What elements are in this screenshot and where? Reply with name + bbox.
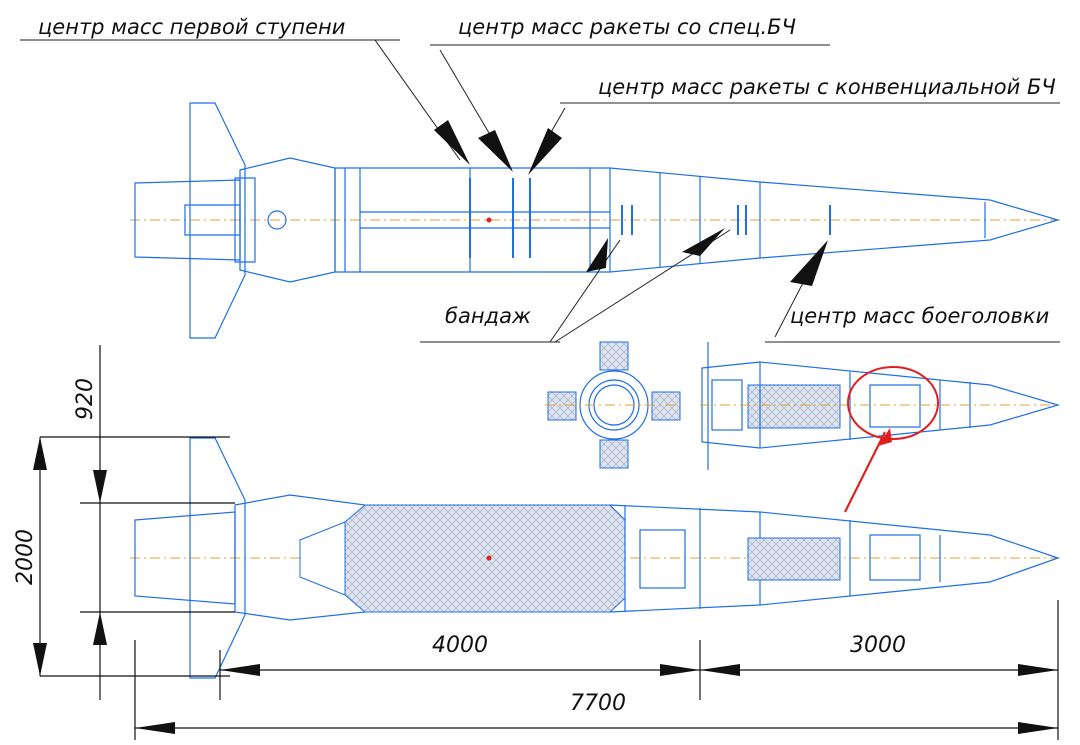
dim-2000: 2000: [13, 529, 38, 585]
highlight-ellipse: [847, 366, 939, 440]
label-cm-conventional: центр масс ракеты с конвенциальной БЧ: [598, 75, 1056, 99]
annotations: центр масс первой ступени центр масс рак…: [20, 15, 1060, 343]
cross-section-view: [545, 341, 685, 469]
label-cm-stage1: центр масс первой ступени: [38, 15, 345, 39]
top-missile-view: [130, 102, 1061, 339]
label-cm-warhead: центр масс боеголовки: [790, 304, 1049, 328]
dim-920: 920: [73, 378, 98, 420]
label-band: бандаж: [445, 304, 531, 328]
bottom-missile-section: [130, 437, 1060, 679]
dim-7700: 7700: [570, 691, 626, 716]
dim-4000: 4000: [432, 633, 488, 658]
dim-3000: 3000: [850, 633, 906, 658]
warhead-detail-view: [700, 342, 1061, 513]
dimension-lines: 920 2000 4000 3000 7700: [13, 345, 1059, 740]
label-cm-special: центр масс ракеты со спец.БЧ: [458, 15, 796, 39]
